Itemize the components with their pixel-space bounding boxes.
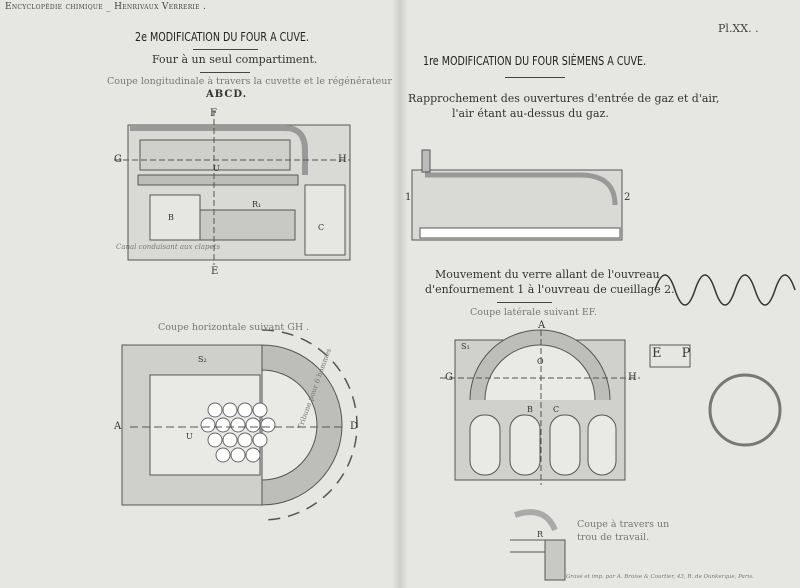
label-E: E: [211, 266, 219, 277]
label-C: C: [318, 223, 325, 232]
caption-lateral: Coupe latérale suivant EF.: [470, 307, 597, 318]
right-title: 1re MODIFICATION DU FOUR SIÈMENS A CUVE.: [423, 53, 647, 68]
library-stamp: [708, 373, 782, 447]
longitudinal-section-drawing: [114, 110, 351, 265]
book-header: Encyclopédie chimique _ Henrivaux Verrer…: [5, 2, 207, 12]
label-A-right: A: [538, 320, 546, 331]
label-G-right: G: [445, 372, 453, 383]
book-fold: [392, 0, 408, 588]
caption-horizontal: Coupe horizontale suivant GH .: [158, 322, 310, 333]
lateral-section-drawing: [440, 329, 640, 485]
label-S: S₂: [198, 355, 207, 364]
label-S-right: S₁: [461, 342, 470, 351]
glass-movement-wave: [654, 274, 796, 306]
plate-number: Pl.XX. .: [718, 22, 759, 35]
label-B: B: [168, 213, 174, 222]
right-subtitle-1: Rapprochement des ouvertures d'entrée de…: [408, 92, 720, 105]
label-D: D: [350, 421, 359, 432]
right-subtitle-2: l'air étant au-dessus du gaz.: [452, 107, 609, 120]
label-A: A: [114, 421, 122, 432]
label-F: F: [210, 108, 217, 119]
left-subtitle: Four à un seul compartiment.: [152, 53, 318, 66]
label-C-right: C: [553, 405, 560, 414]
divider: [193, 49, 258, 50]
label-B-right: B: [527, 405, 533, 414]
label-G: G: [114, 154, 122, 165]
siemens-longitudinal-drawing: [411, 149, 623, 241]
ep-stamp-frame: [649, 344, 691, 368]
divider: [505, 77, 565, 78]
left-title: 2e MODIFICATION DU FOUR A CUVE.: [135, 29, 309, 44]
label-U: U: [213, 164, 220, 173]
label-H-right: H: [628, 372, 637, 383]
movement-line-1: Mouvement du verre allant de l'ouvreau: [435, 268, 660, 281]
caption-trou-2: trou de travail.: [577, 532, 650, 543]
label-1: 1: [405, 192, 412, 203]
working-hole-drawing: [510, 509, 566, 581]
label-U2: U: [186, 432, 193, 441]
canal-label: Canal conduisant aux clapets: [116, 243, 221, 251]
label-R-right: R: [537, 530, 544, 539]
caption-trou-1: Coupe à travers un: [577, 519, 670, 530]
divider: [200, 72, 250, 73]
caption-abcd: ABCD.: [206, 89, 248, 100]
movement-line-2: d'enfournement 1 à l'ouvreau de cueillag…: [425, 283, 675, 296]
caption-longitudinal: Coupe longitudinale à travers la cuvette…: [107, 76, 392, 87]
imprint: Gravé et imp. par A. Broise & Courtier, …: [566, 574, 754, 580]
label-O: O: [537, 357, 544, 366]
label-H: H: [338, 154, 347, 165]
label-R: R₁: [252, 200, 262, 209]
ep-stamp: E P: [652, 346, 699, 361]
horizontal-section-drawing: [121, 329, 358, 521]
label-2: 2: [624, 192, 631, 203]
divider: [497, 302, 552, 303]
